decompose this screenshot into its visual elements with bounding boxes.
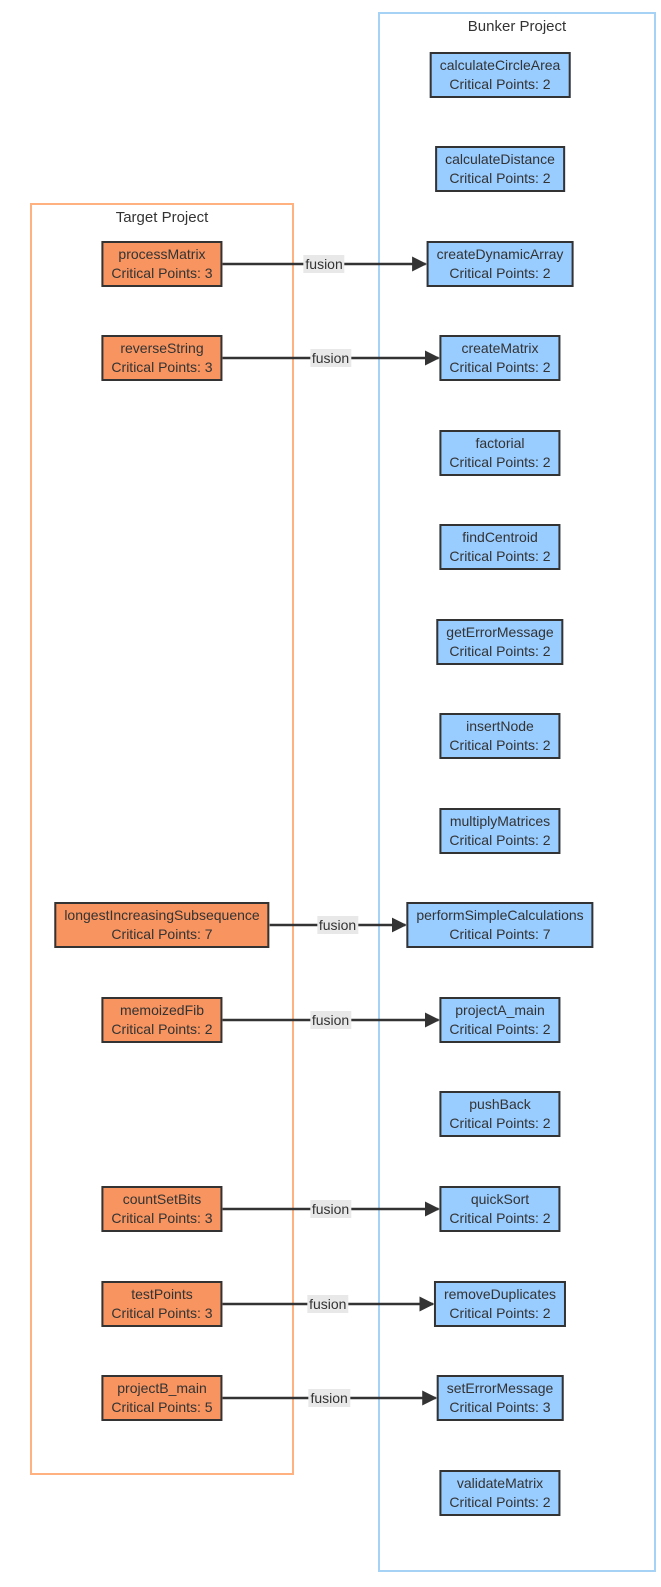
node-critical-points: Critical Points: 2 [449,643,551,659]
node-critical-points: Critical Points: 2 [111,1021,213,1037]
node-critical-points: Critical Points: 7 [111,926,213,942]
node-label: countSetBits [122,1191,202,1207]
edge-label-fusion: fusion [309,1200,352,1218]
node-label: testPoints [131,1286,193,1302]
node-label: projectB_main [117,1380,207,1396]
node-critical-points: Critical Points: 2 [449,1210,551,1226]
node-label: setErrorMessage [446,1380,554,1396]
node-critical-points: Critical Points: 3 [111,265,213,281]
node-critical-points: Critical Points: 2 [449,1021,551,1037]
node-critical-points: Critical Points: 7 [449,926,551,942]
node-critical-points: Critical Points: 2 [449,170,551,186]
target-project-container: Target Project [30,203,294,1475]
node-label: multiplyMatrices [449,813,551,829]
edge-label-fusion: fusion [309,1011,352,1029]
node-critical-points: Critical Points: 2 [449,359,551,375]
node-critical-points: Critical Points: 3 [111,359,213,375]
edge-label-fusion: fusion [307,1295,349,1313]
node-critical-points: Critical Points: 2 [449,832,551,848]
node-critical-points: Critical Points: 2 [449,1305,551,1321]
edge-label-fusion: fusion [316,916,359,934]
node-label: removeDuplicates [443,1286,557,1302]
node-label: pushBack [469,1096,531,1112]
node-critical-points: Critical Points: 2 [449,76,551,92]
node-label: longestIncreasingSubsequence [64,907,260,923]
node-label: insertNode [466,718,534,734]
node-label: createMatrix [461,340,539,356]
node-critical-points: Critical Points: 2 [449,265,551,281]
node-label: calculateDistance [445,151,555,167]
node-critical-points: Critical Points: 3 [449,1399,551,1415]
node-label: validateMatrix [456,1475,544,1491]
node-label: findCentroid [462,529,538,545]
edge-label-fusion: fusion [303,255,345,273]
node-label: quickSort [470,1191,530,1207]
node-label: reverseString [120,340,204,356]
node-label: getErrorMessage [446,624,554,640]
node-label: processMatrix [118,246,206,262]
node-critical-points: Critical Points: 2 [449,1115,551,1131]
node-critical-points: Critical Points: 3 [111,1210,213,1226]
node-critical-points: Critical Points: 2 [449,1494,551,1510]
node-critical-points: Critical Points: 5 [111,1399,213,1415]
node-label: projectA_main [455,1002,545,1018]
target-project-title: Target Project [115,209,209,226]
node-critical-points: Critical Points: 3 [111,1305,213,1321]
bunker-project-title: Bunker Project [467,18,567,35]
edge-label-fusion: fusion [308,1389,350,1407]
node-label: factorial [475,435,525,451]
node-label: calculateCircleArea [439,57,561,73]
node-critical-points: Critical Points: 2 [449,548,551,564]
node-critical-points: Critical Points: 2 [449,454,551,470]
node-critical-points: Critical Points: 2 [449,737,551,753]
node-label: performSimpleCalculations [416,907,584,923]
node-label: memoizedFib [119,1002,205,1018]
bunker-project-container: Bunker Project [378,12,656,1572]
node-label: createDynamicArray [436,246,564,262]
edge-label-fusion: fusion [309,349,352,367]
